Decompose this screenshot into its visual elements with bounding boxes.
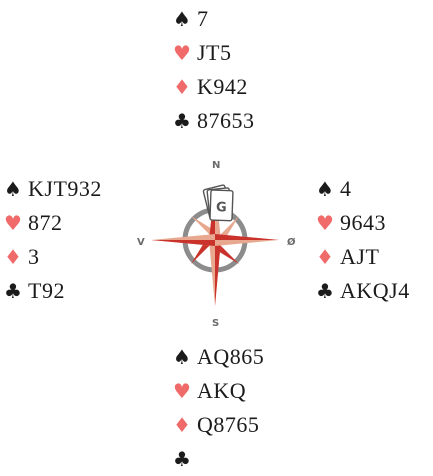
spade-icon: ♠ (316, 177, 334, 201)
north-spades-row: ♠ 7 (173, 2, 255, 36)
south-diamonds-row: ♦ Q8765 (173, 408, 264, 442)
east-hearts-cards: 9643 (340, 210, 386, 235)
east-diamonds-row: ♦ AJT (316, 240, 410, 274)
compass-label-north: N (212, 160, 221, 171)
club-icon: ♣ (173, 447, 191, 471)
diamond-icon: ♦ (316, 245, 334, 269)
east-spades-row: ♠ 4 (316, 172, 410, 206)
north-hearts-row: ♥ JT5 (173, 36, 255, 70)
west-hearts-row: ♥ 872 (4, 206, 102, 240)
heart-icon: ♥ (173, 379, 191, 403)
spade-icon: ♠ (173, 345, 191, 369)
club-icon: ♣ (173, 109, 191, 133)
compass-rose-icon: G (151, 184, 279, 306)
spade-icon: ♠ (4, 177, 22, 201)
east-hand: ♠ 4 ♥ 9643 ♦ AJT ♣ AKQJ4 (316, 172, 410, 308)
north-diamonds-cards: K942 (197, 74, 248, 99)
north-diamonds-row: ♦ K942 (173, 70, 255, 104)
west-diamonds-row: ♦ 3 (4, 240, 102, 274)
club-icon: ♣ (316, 279, 334, 303)
east-clubs-cards: AKQJ4 (340, 278, 410, 303)
south-clubs-row: ♣ (173, 442, 264, 476)
diamond-icon: ♦ (4, 245, 22, 269)
heart-icon: ♥ (316, 211, 334, 235)
compass-label-south: S (212, 318, 220, 329)
diamond-icon: ♦ (173, 75, 191, 99)
west-clubs-row: ♣ T92 (4, 274, 102, 308)
heart-icon: ♥ (4, 211, 22, 235)
compass-point-s-shade (215, 240, 221, 306)
compass-point-w-shade (151, 240, 215, 246)
compass-point-e-shade (215, 234, 279, 240)
south-hearts-cards: AKQ (197, 378, 247, 403)
west-spades-row: ♠ KJT932 (4, 172, 102, 206)
south-spades-cards: AQ865 (197, 344, 265, 369)
south-hand: ♠ AQ865 ♥ AKQ ♦ Q8765 ♣ (173, 340, 264, 476)
diamond-icon: ♦ (173, 413, 191, 437)
east-clubs-row: ♣ AKQJ4 (316, 274, 410, 308)
west-hand: ♠ KJT932 ♥ 872 ♦ 3 ♣ T92 (4, 172, 102, 308)
west-diamonds-cards: 3 (28, 244, 40, 269)
west-spades-cards: KJT932 (28, 176, 102, 201)
compass-label-west: V (137, 237, 145, 248)
north-spades-cards: 7 (197, 6, 209, 31)
spade-icon: ♠ (173, 7, 191, 31)
east-diamonds-cards: AJT (340, 244, 380, 269)
heart-icon: ♥ (173, 41, 191, 65)
north-hand: ♠ 7 ♥ JT5 ♦ K942 ♣ 87653 (173, 2, 255, 138)
south-hearts-row: ♥ AKQ (173, 374, 264, 408)
north-clubs-cards: 87653 (197, 108, 255, 133)
south-diamonds-cards: Q8765 (197, 412, 260, 437)
card-letter: G (216, 200, 227, 215)
north-hearts-cards: JT5 (197, 40, 232, 65)
east-spades-cards: 4 (340, 176, 352, 201)
north-clubs-row: ♣ 87653 (173, 104, 255, 138)
club-icon: ♣ (4, 279, 22, 303)
west-clubs-cards: T92 (28, 278, 65, 303)
east-hearts-row: ♥ 9643 (316, 206, 410, 240)
south-spades-row: ♠ AQ865 (173, 340, 264, 374)
west-hearts-cards: 872 (28, 210, 63, 235)
compass-label-east: Ø (287, 237, 296, 248)
